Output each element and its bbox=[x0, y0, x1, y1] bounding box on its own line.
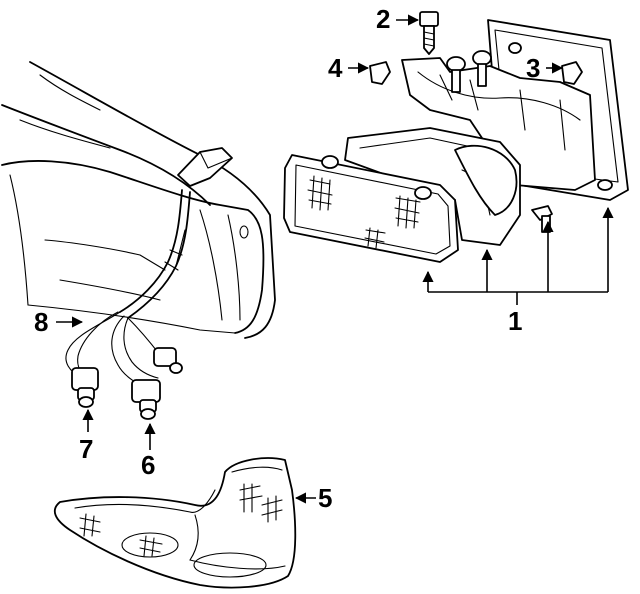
lens-grid-pattern bbox=[307, 175, 421, 249]
fender-panel bbox=[1, 61, 276, 339]
callout-2: 2 bbox=[376, 4, 390, 34]
leader-lines bbox=[56, 14, 614, 504]
bulb-socket-6 bbox=[131, 379, 161, 420]
callout-6: 6 bbox=[141, 450, 155, 480]
screw-small bbox=[531, 205, 553, 233]
lamp-housing-gasket bbox=[401, 19, 629, 201]
callout-4: 4 bbox=[328, 53, 343, 83]
callout-labels: 1 2 3 4 5 6 7 8 bbox=[34, 4, 540, 513]
mount-bolts bbox=[446, 50, 492, 93]
lens-assembly bbox=[283, 154, 459, 263]
clip-4 bbox=[369, 61, 391, 85]
callout-1: 1 bbox=[508, 306, 522, 336]
clip-3 bbox=[561, 61, 583, 85]
callout-3: 3 bbox=[526, 53, 540, 83]
screw-2 bbox=[419, 11, 439, 55]
callout-5: 5 bbox=[318, 483, 332, 513]
side-marker-lamp bbox=[53, 457, 297, 589]
bulb-socket-small bbox=[153, 347, 183, 374]
bulb-socket-7 bbox=[71, 367, 99, 408]
callout-7: 7 bbox=[79, 434, 93, 464]
wiring-harness bbox=[65, 189, 191, 391]
callout-8: 8 bbox=[34, 307, 48, 337]
